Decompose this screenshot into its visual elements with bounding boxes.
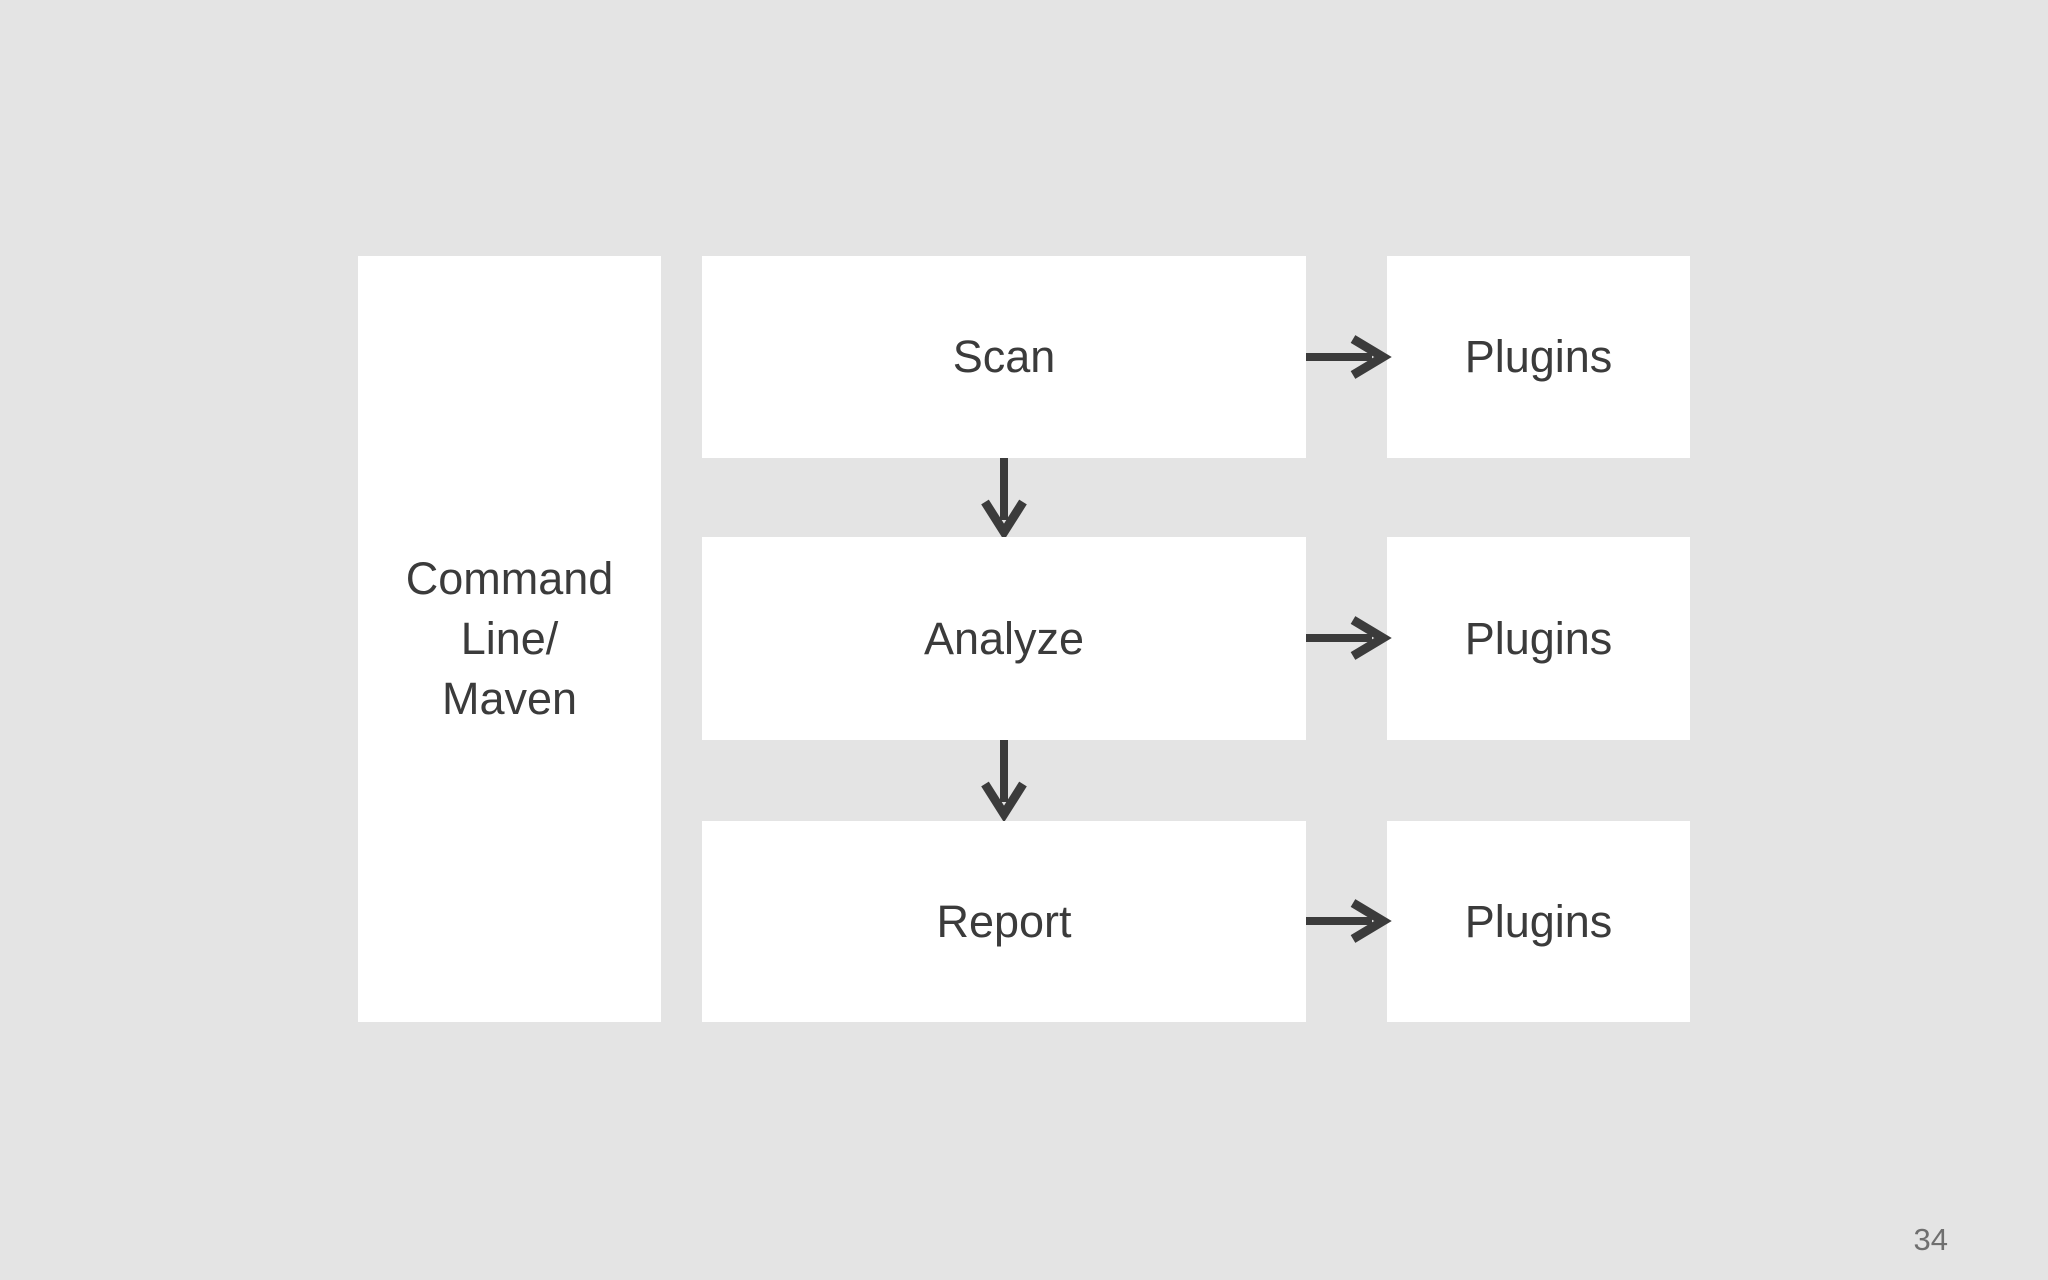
node-plugins-2-label: Plugins bbox=[1464, 612, 1613, 664]
node-analyze-label: Analyze bbox=[923, 612, 1085, 664]
node-command-line-maven-label: Command Line/ Maven bbox=[406, 549, 614, 729]
node-report-label: Report bbox=[936, 895, 1072, 947]
label-line-1: Command bbox=[405, 553, 614, 604]
node-plugins-1: Plugins bbox=[1387, 256, 1690, 458]
arrow-analyze-to-plugins-icon bbox=[1306, 616, 1392, 660]
node-command-line-maven: Command Line/ Maven bbox=[358, 256, 661, 1022]
arrow-report-to-plugins-icon bbox=[1306, 899, 1392, 943]
node-report: Report bbox=[702, 821, 1306, 1022]
page-number: 34 bbox=[1913, 1222, 1948, 1257]
arrow-analyze-to-report-icon bbox=[981, 740, 1027, 823]
node-plugins-2: Plugins bbox=[1387, 537, 1690, 740]
arrow-scan-to-analyze-icon bbox=[981, 458, 1027, 541]
node-plugins-3-label: Plugins bbox=[1464, 895, 1613, 947]
arrow-scan-to-plugins-icon bbox=[1306, 335, 1392, 379]
node-scan: Scan bbox=[702, 256, 1306, 458]
node-plugins-1-label: Plugins bbox=[1464, 331, 1613, 382]
label-line-2: Line/ bbox=[460, 613, 559, 664]
node-scan-label: Scan bbox=[952, 331, 1056, 382]
node-analyze: Analyze bbox=[702, 537, 1306, 740]
node-plugins-3: Plugins bbox=[1387, 821, 1690, 1022]
label-line-3: Maven bbox=[441, 673, 578, 724]
